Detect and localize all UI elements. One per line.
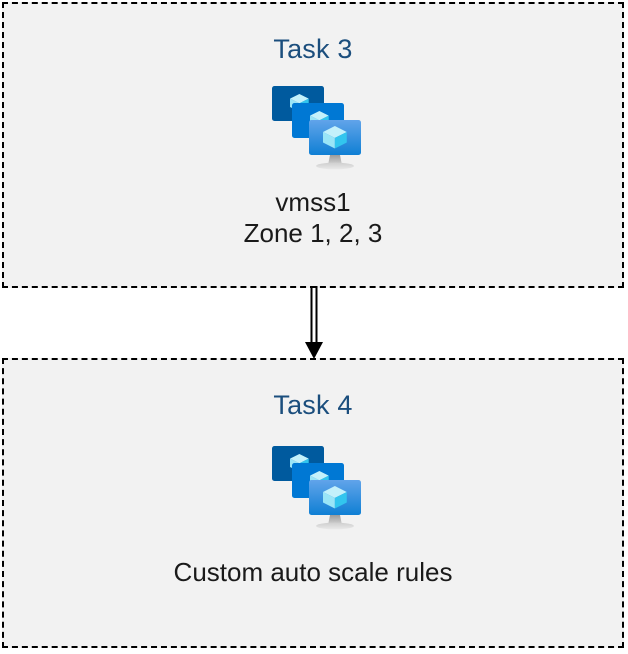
azure-vm-scale-set-icon [272, 446, 361, 530]
task4-heading: Task 4 [273, 390, 353, 420]
task-box-task3[interactable]: Task 3 [2, 2, 624, 288]
task4-caption: Custom auto scale rules [173, 557, 453, 587]
task3-caption: vmss1 Zone 1, 2, 3 [243, 187, 383, 248]
task3-heading: Task 3 [273, 34, 353, 64]
double-line-down-arrow-icon [305, 286, 323, 359]
task-box-task4[interactable]: Task 4 [2, 358, 624, 648]
azure-vm-scale-set-icon [272, 86, 361, 170]
